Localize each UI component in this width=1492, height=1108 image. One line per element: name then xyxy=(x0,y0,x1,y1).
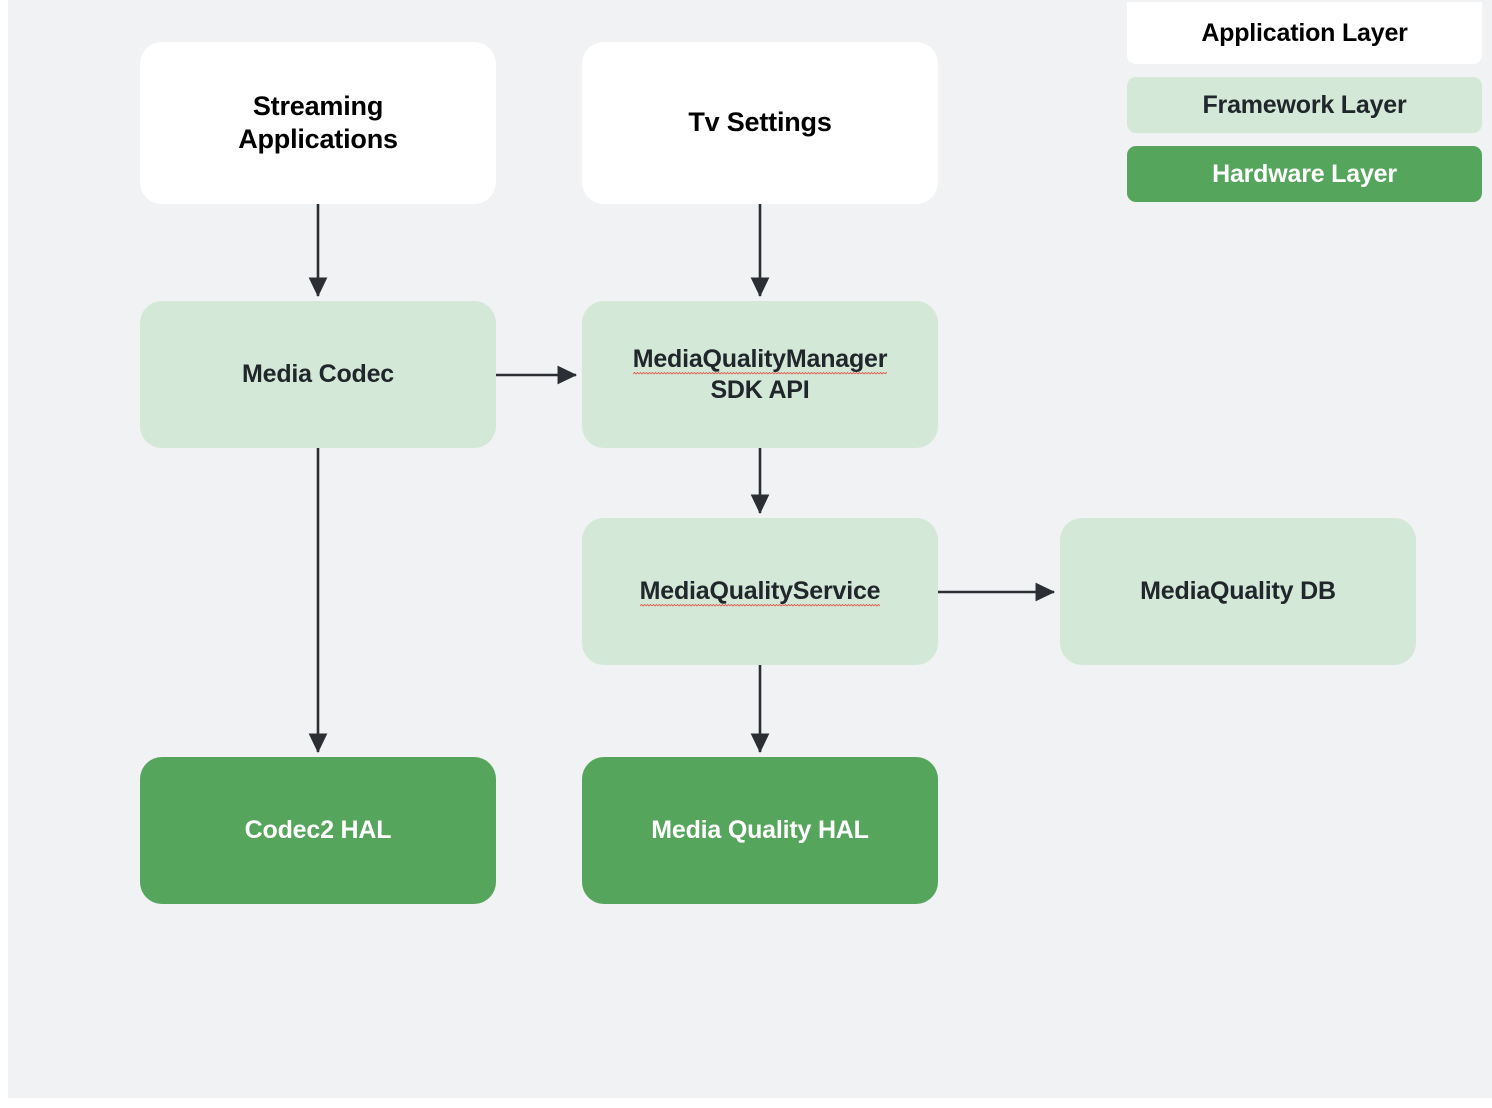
legend-item-application-layer[interactable]: Application Layer xyxy=(1127,2,1482,64)
node-tv-settings[interactable]: Tv Settings xyxy=(582,42,938,204)
node-label: Media Quality HAL xyxy=(651,816,869,844)
legend-item-label: Hardware Layer xyxy=(1212,159,1397,188)
legend-item-hardware-layer[interactable]: Hardware Layer xyxy=(1127,146,1482,202)
node-codec2-hal[interactable]: Codec2 HAL xyxy=(140,757,496,904)
layer-legend: Application Layer Framework Layer Hardwa… xyxy=(1127,2,1482,202)
misspelled-token: MediaQualityManager xyxy=(632,344,888,375)
node-media-quality-service[interactable]: MediaQualityService xyxy=(582,518,938,665)
node-label: Codec2 HAL xyxy=(244,816,392,844)
legend-item-label: Application Layer xyxy=(1201,18,1408,47)
legend-item-framework-layer[interactable]: Framework Layer xyxy=(1127,77,1482,133)
node-media-quality-hal[interactable]: Media Quality HAL xyxy=(582,757,938,904)
node-label: Media Codec xyxy=(242,360,394,388)
node-label: MediaQualityService xyxy=(596,576,924,607)
node-label: Tv Settings xyxy=(688,107,832,138)
node-media-quality-db[interactable]: MediaQuality DB xyxy=(1060,518,1416,665)
node-label: MediaQuality DB xyxy=(1140,577,1336,605)
misspelled-token: MediaQualityService xyxy=(639,577,881,607)
legend-item-label: Framework Layer xyxy=(1202,90,1407,119)
node-media-codec[interactable]: Media Codec xyxy=(140,301,496,448)
